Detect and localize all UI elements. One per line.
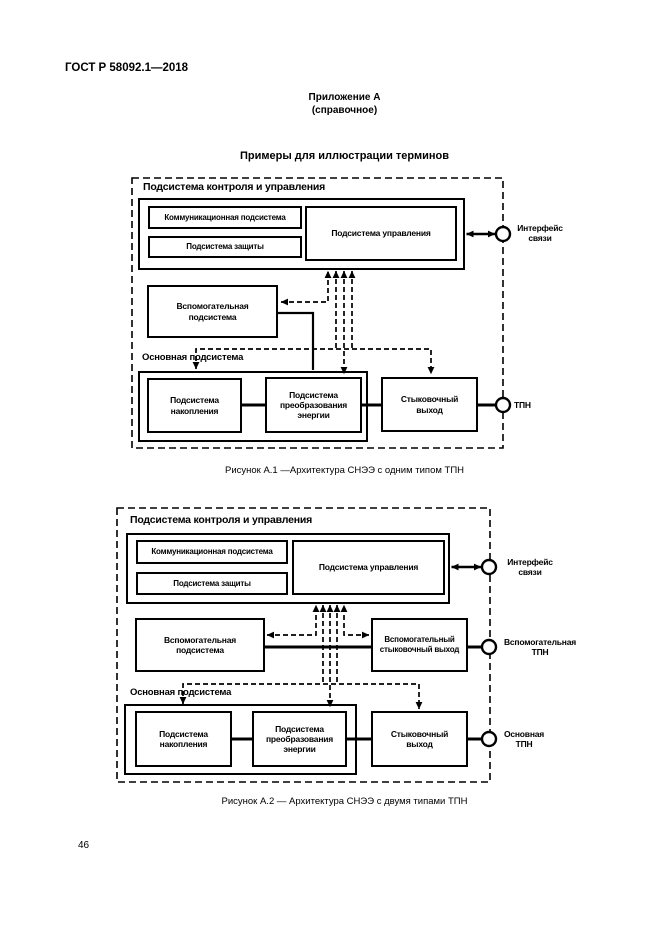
annex-title: Приложение А xyxy=(308,92,381,103)
fig2-caption: Рисунок А.2 — Архитектура СНЭЭ с двумя т… xyxy=(221,796,468,807)
fig1-aux-power-link xyxy=(278,311,315,370)
fig1-auxiliary-box: Вспомогательная подсистема xyxy=(147,285,278,338)
section-title: Примеры для иллюстрации терминов xyxy=(239,150,450,162)
fig2-main-group-label: Основная подсистема xyxy=(128,687,234,698)
fig2-control-group-label: Подсистема контроля и управления xyxy=(130,514,313,526)
fig2-auxiliary-box: Вспомогательная подсистема xyxy=(135,618,265,672)
page-number: 46 xyxy=(78,840,90,851)
fig2-aux-tpn-port-circle xyxy=(480,638,498,656)
fig1-caption: Рисунок А.1 —Архитектура СНЭЭ с одним ти… xyxy=(224,465,465,476)
fig1-main-group-label: Основная подсистема xyxy=(140,352,246,363)
fig1-interface-port-label: Интерфейс связи xyxy=(517,223,563,244)
fig2-docking-box: Стыковочный выход xyxy=(371,711,468,767)
gost-header: ГОСТ Р 58092.1—2018 xyxy=(65,62,189,74)
fig2-aux-docking-box: Вспомогательный стыковочный выход xyxy=(371,618,468,672)
fig1-docking-box: Стыковочный выход xyxy=(381,377,478,432)
fig2-conversion-box: Подсистема преобразования энергии xyxy=(252,711,347,767)
fig1-communication-box: Коммуникационная подсистема xyxy=(148,206,302,229)
fig2-communication-box: Коммуникационная подсистема xyxy=(136,540,288,564)
fig1-control-group-label: Подсистема контроля и управления xyxy=(143,181,326,193)
fig2-control-box: Подсистема управления xyxy=(292,540,445,595)
fig2-protection-box: Подсистема защиты xyxy=(136,572,288,595)
fig2-interface-port-label: Интерфейс связи xyxy=(507,557,553,578)
fig2-aux-tpn-port-label: Вспомогательная ТПН xyxy=(503,637,577,658)
fig2-interface-port-circle xyxy=(480,558,498,576)
fig1-protection-box: Подсистема защиты xyxy=(148,236,302,258)
fig1-storage-box: Подсистема накопления xyxy=(147,378,242,433)
fig1-conversion-box: Подсистема преобразования энергии xyxy=(265,377,362,433)
annex-subtitle: (справочное) xyxy=(311,105,378,116)
fig2-main-tpn-port-circle xyxy=(480,730,498,748)
fig1-control-box: Подсистема управления xyxy=(305,206,457,261)
fig1-tpn-port-circle xyxy=(494,396,512,414)
fig2-main-tpn-port-label: Основная ТПН xyxy=(503,729,545,750)
fig2-storage-box: Подсистема накопления xyxy=(135,711,232,767)
fig1-tpn-port-label: ТПН xyxy=(514,400,531,410)
